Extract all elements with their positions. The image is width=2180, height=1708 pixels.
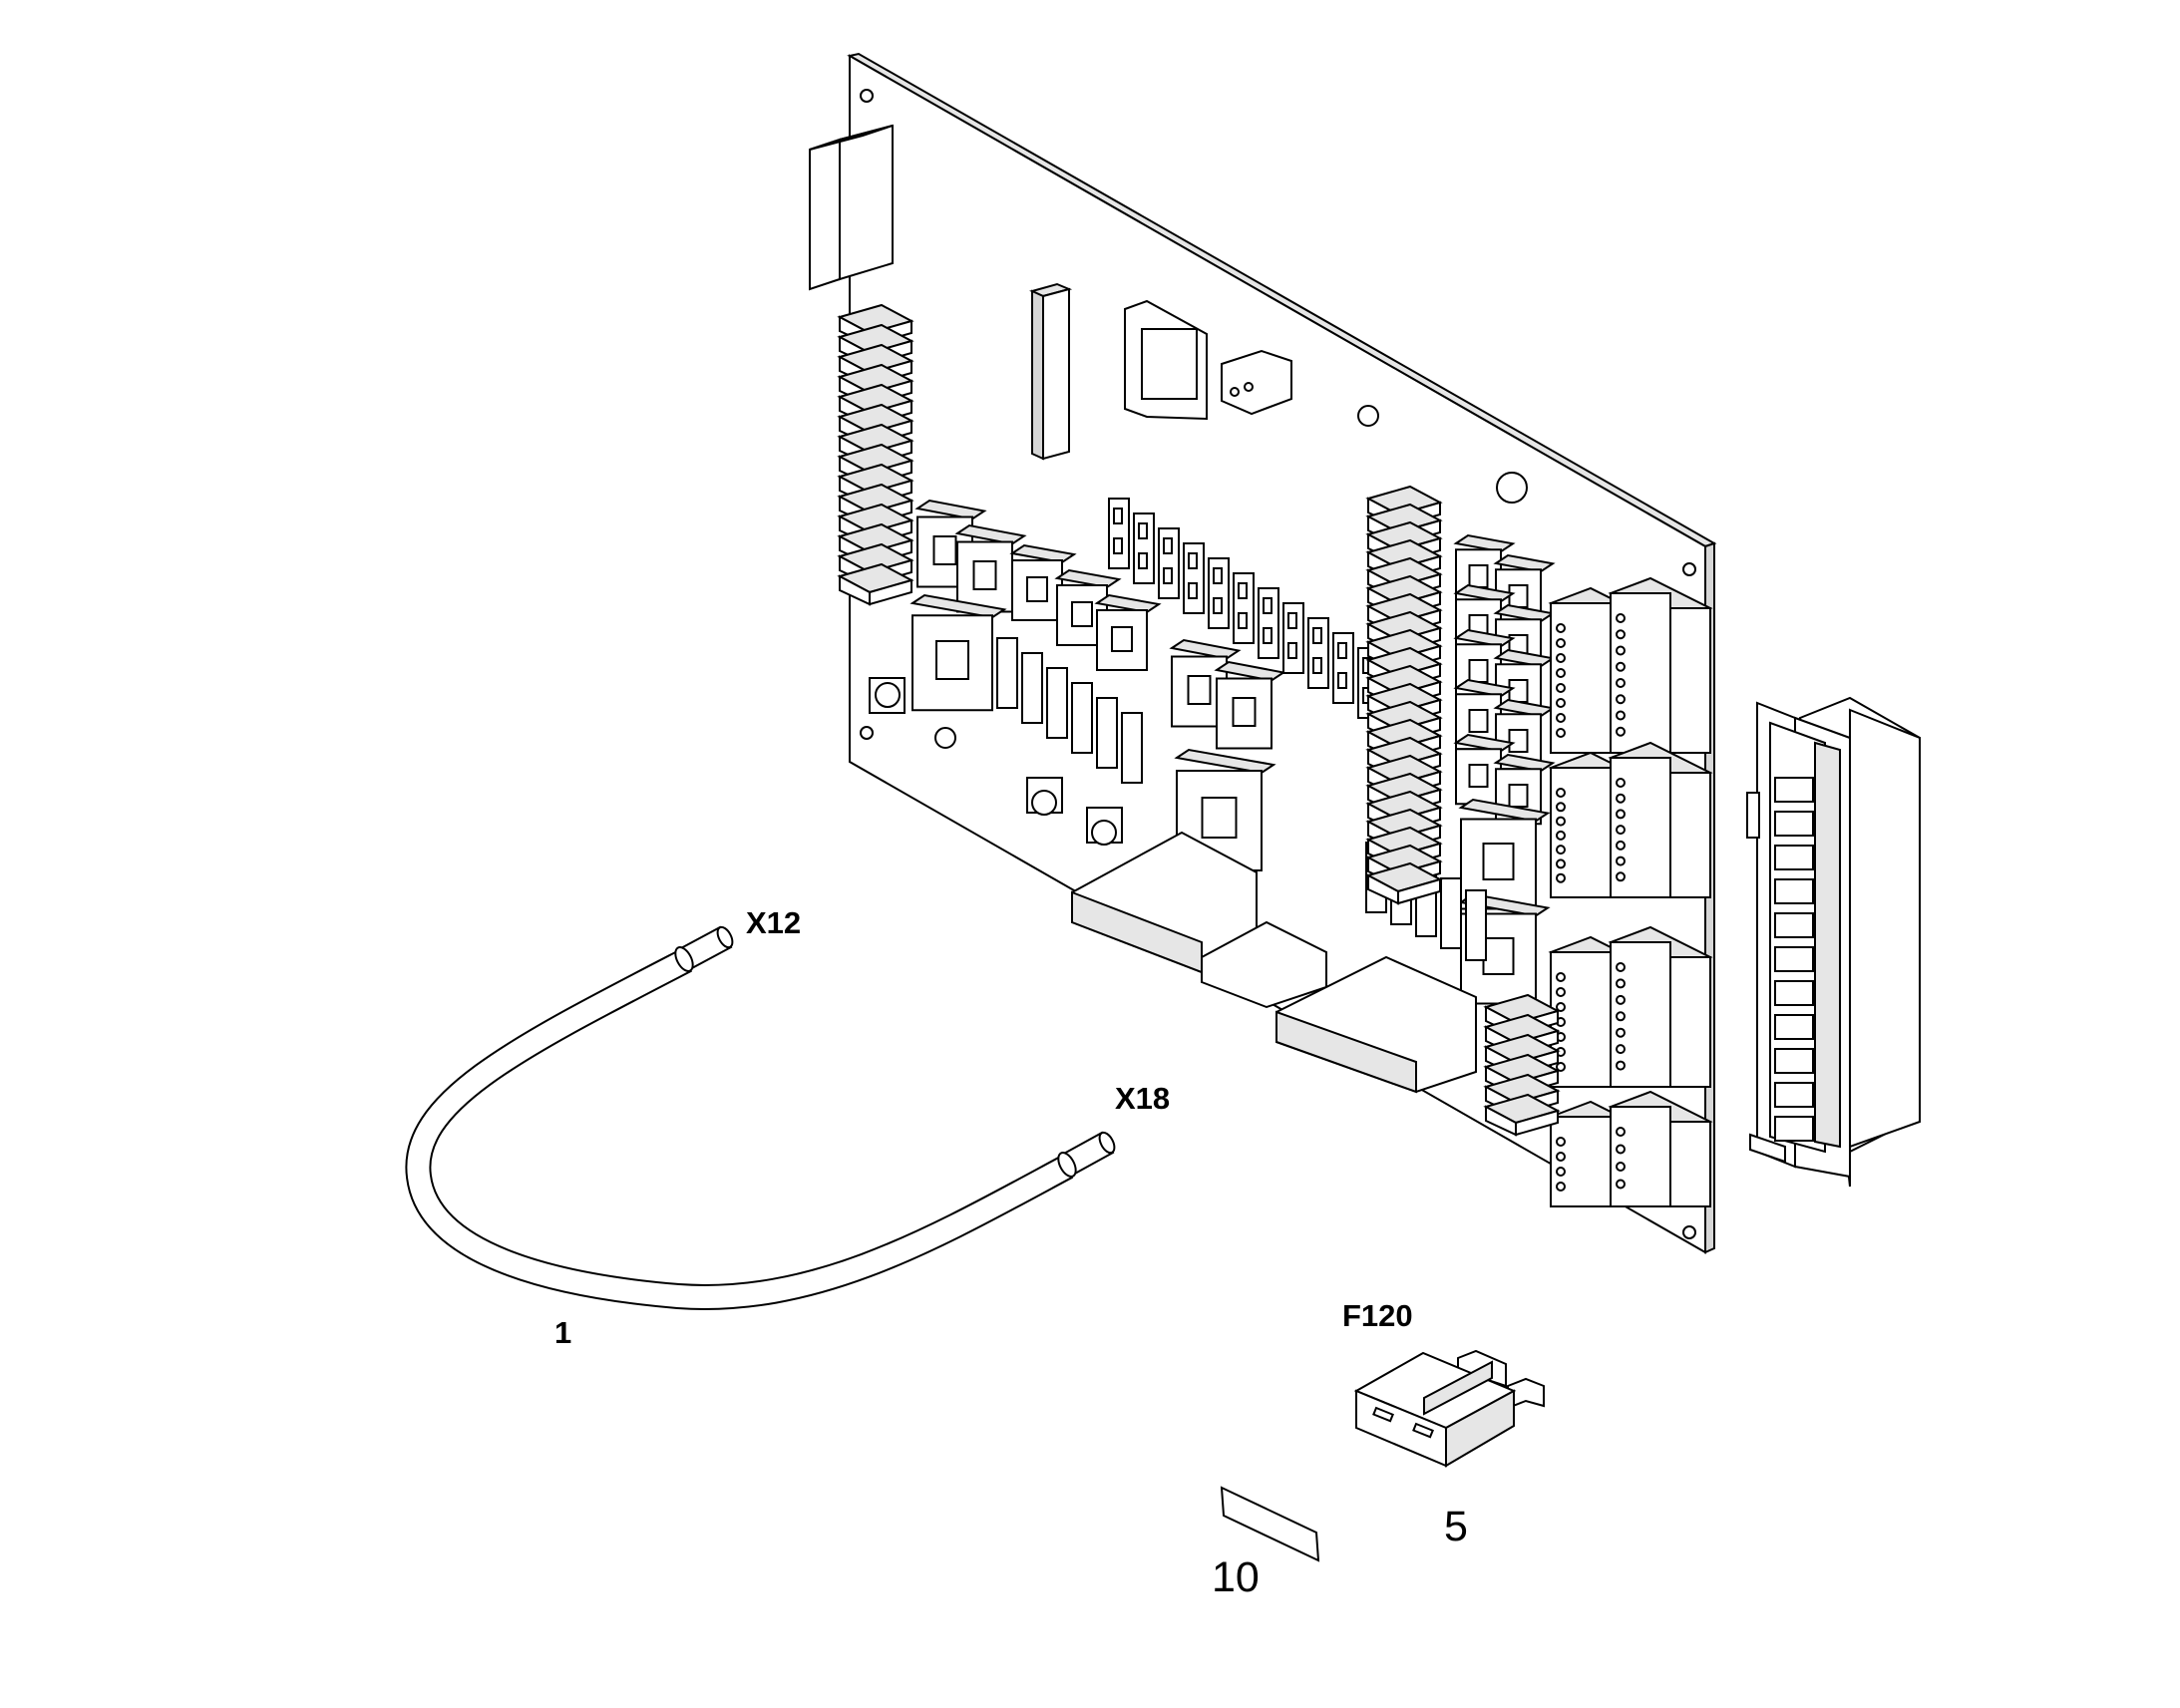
header-bar	[1029, 282, 1073, 461]
fuse-holder	[996, 637, 1018, 709]
fuse-holder	[1158, 527, 1180, 599]
relay-cluster	[909, 499, 1556, 1005]
fuse-holder	[1121, 712, 1143, 784]
connector-pin-cell	[1774, 777, 1814, 803]
connector-pin-cell	[1774, 1116, 1814, 1142]
fuse-holder	[1282, 602, 1304, 674]
mounting-hole	[1682, 1225, 1696, 1239]
fuse-holder	[1465, 889, 1487, 961]
fuse-holder	[1183, 542, 1205, 614]
fuse-holder	[1332, 632, 1354, 704]
relay-block	[954, 523, 1027, 613]
cable-body-inner	[407, 950, 1073, 1308]
connector-pin-cell	[1774, 912, 1814, 938]
connector-pin-cell	[1774, 1048, 1814, 1074]
connector-column-center	[1365, 485, 1443, 905]
circuit-board	[809, 52, 1717, 1254]
terminal-block-top-left	[809, 124, 894, 291]
fuse-holder	[1046, 667, 1068, 739]
callout-item-5: 5	[1444, 1503, 1468, 1550]
fuse-holder	[1233, 572, 1255, 644]
fuse-holder	[1307, 617, 1329, 689]
pluggable-terminal-block	[1608, 1090, 1713, 1207]
pluggable-terminal-block	[1608, 925, 1713, 1088]
mounting-hole	[860, 726, 874, 740]
fuse-holder	[1021, 652, 1043, 724]
connector-column-left	[837, 303, 914, 606]
relay-block	[909, 593, 1007, 712]
terminal-slot	[1483, 1093, 1561, 1137]
callout-x12: X12	[746, 905, 801, 940]
terminal-slot	[1365, 861, 1443, 905]
connector-pin-cell	[1774, 811, 1814, 837]
pluggable-terminal-block	[1608, 741, 1713, 898]
mounting-hole	[860, 89, 874, 103]
fuse-holder	[1440, 877, 1462, 949]
trimmer-small	[934, 727, 956, 749]
jumper-cable	[405, 925, 1116, 1310]
relay-top	[1124, 299, 1208, 421]
callout-item-10: 10	[1212, 1553, 1260, 1601]
terminal-slot	[837, 562, 914, 606]
trimmer-mid-right	[1086, 807, 1123, 846]
connector-pin-cell	[1774, 946, 1814, 972]
connector-pin-cell	[1774, 845, 1814, 870]
side-connector-pins	[1774, 777, 1814, 1142]
mounting-hole	[1682, 562, 1696, 576]
relay-block	[1214, 660, 1286, 750]
connector-pin-cell	[1774, 878, 1814, 904]
connector-x18	[1275, 955, 1477, 1094]
callout-x18: X18	[1115, 1081, 1170, 1116]
two-pin-connector	[1221, 349, 1292, 416]
connector-pin-cell	[1774, 980, 1814, 1006]
blade-fuse	[1353, 1349, 1545, 1468]
callout-f120: F120	[1342, 1298, 1413, 1333]
fuse-holder	[1133, 512, 1155, 584]
trimmer-left	[869, 677, 906, 714]
callout-item-1: 1	[554, 1315, 571, 1350]
fuse-holder	[1208, 557, 1230, 629]
fuse-holder	[1096, 697, 1118, 769]
test-point	[1496, 472, 1528, 504]
pluggable-terminal-block	[1608, 576, 1713, 754]
relay-block	[1094, 593, 1162, 671]
cable-body-outer	[405, 948, 1074, 1310]
fuse-holder	[1071, 682, 1093, 754]
trimmer-mid	[1026, 777, 1063, 816]
label-strip	[1220, 1486, 1320, 1562]
cable-end-x12	[674, 925, 734, 972]
fuse-holder	[1258, 587, 1279, 659]
fuse-holder-row	[996, 498, 1487, 961]
connector-pin-cell	[1774, 1014, 1814, 1040]
terminal-blocks-right	[1483, 576, 1713, 1207]
side-connector	[1746, 696, 1921, 1188]
fuse-holder	[1108, 498, 1130, 569]
small-component	[1357, 405, 1379, 427]
connector-pin-cell	[1774, 1082, 1814, 1108]
cable-end-x18	[1057, 1131, 1116, 1178]
